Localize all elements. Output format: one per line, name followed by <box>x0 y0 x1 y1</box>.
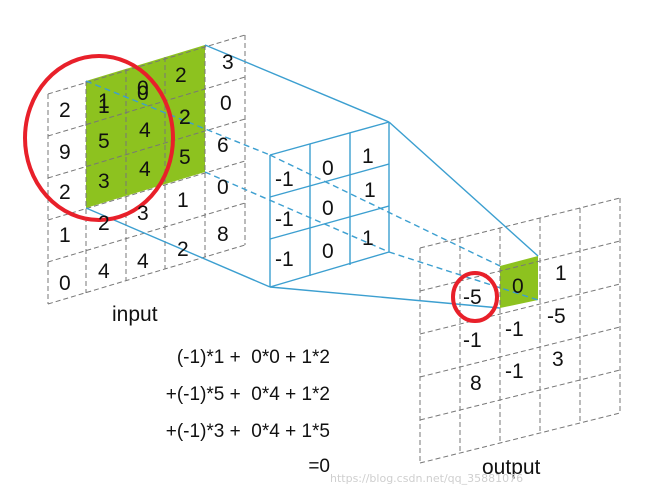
kernel-cell: 0 <box>322 157 334 180</box>
input-circle-annotation <box>23 54 175 222</box>
formula-line-3: +(-1)*3 + 0*4 + 1*5 <box>165 421 330 442</box>
input-cell: 2 <box>179 106 191 129</box>
input-highlight-region <box>86 45 205 208</box>
output-label: output <box>482 456 541 479</box>
input-cell: 0 <box>137 77 149 100</box>
input-cell: 9 <box>59 141 71 164</box>
output-cell: -1 <box>505 318 524 341</box>
output-cell: 8 <box>470 372 482 395</box>
input-cell: 4 <box>98 260 110 283</box>
input-cell: 4 <box>137 250 149 273</box>
kernel-grid <box>269 121 390 288</box>
input-cell: 4 <box>139 119 151 142</box>
input-cell: 0 <box>220 92 232 115</box>
kernel-values: -1 0 1 -1 0 1 -1 0 1 -1 <box>275 145 376 271</box>
input-cell: 5 <box>179 146 191 169</box>
input-cell: 1 <box>177 189 189 212</box>
kernel-cell: 0 <box>322 240 334 263</box>
formula-result: =0 <box>308 456 330 477</box>
input-cell: 1 <box>98 90 110 113</box>
input-cell: 0 <box>217 176 229 199</box>
input-cell: 2 <box>59 181 71 204</box>
input-values: 3 2 0 1 2 1 0 2 0 9 5 4 2 6 2 3 4 5 0 1 … <box>59 51 234 295</box>
input-label: input <box>112 303 158 326</box>
formula-line-2: +(-1)*5 + 0*4 + 1*2 <box>165 384 330 405</box>
kernel-cell: -1 <box>275 168 294 191</box>
input-cell: 2 <box>175 64 187 87</box>
input-grid <box>47 34 246 305</box>
kernel-cell: 0 <box>322 197 334 220</box>
input-cell: 0 <box>137 82 149 105</box>
output-cell: 0 <box>512 275 524 298</box>
watermark: https://blog.csdn.net/qq_35881076 <box>330 472 524 485</box>
input-cell: 2 <box>179 106 191 129</box>
output-cell: 3 <box>552 348 564 371</box>
input-cell: 3 <box>222 51 234 74</box>
input-cell: 2 <box>177 238 189 261</box>
projection-lines <box>85 44 539 309</box>
input-cell: 0 <box>59 272 71 295</box>
output-cell: 1 <box>555 262 567 285</box>
kernel-cell: -1 <box>275 248 294 271</box>
output-cell: -5 <box>463 286 482 309</box>
output-cell: -5 <box>547 305 566 328</box>
input-cell: 5 <box>98 130 110 153</box>
input-cell: 4 <box>139 158 151 181</box>
output-grid <box>419 197 621 464</box>
output-cell: -1 <box>463 329 482 352</box>
input-cell: 6 <box>217 134 229 157</box>
input-cell: 3 <box>137 202 149 225</box>
input-cell: 1 <box>98 95 110 118</box>
output-cell: -1 <box>505 360 524 383</box>
input-cell: 1 <box>59 224 71 247</box>
kernel-cell: 1 <box>362 145 374 168</box>
kernel-cell: -1 <box>275 208 294 231</box>
output-values: -5 0 1 -1 -1 -5 8 -1 3 <box>463 262 567 395</box>
input-cell: 2 <box>98 212 110 235</box>
input-cell: 2 <box>59 99 71 122</box>
formula-line-1: (-1)*1 + 0*0 + 1*2 <box>176 347 330 368</box>
output-circle-annotation <box>451 271 499 323</box>
kernel-cell: 1 <box>364 179 376 202</box>
kernel-cell: 1 <box>362 227 374 250</box>
input-cell: 8 <box>217 223 229 246</box>
input-cell: 3 <box>98 170 110 193</box>
